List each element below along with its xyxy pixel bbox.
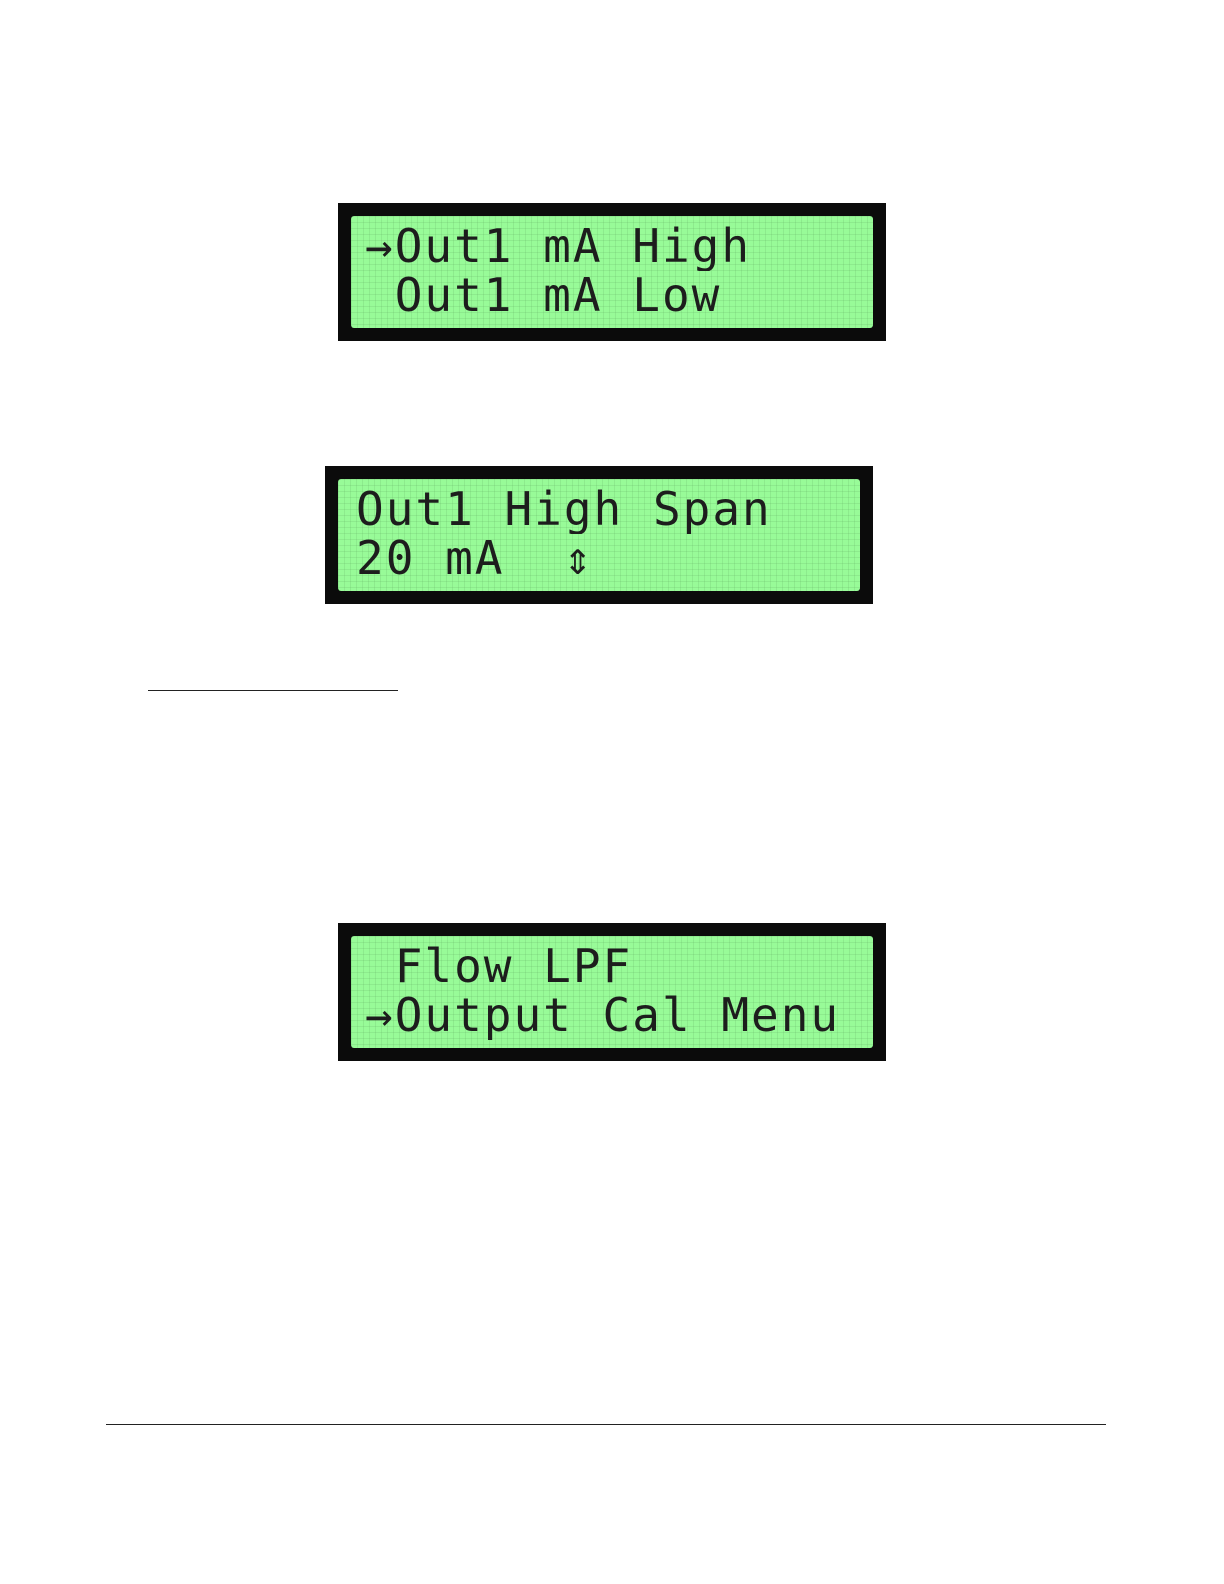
section-underline: [148, 690, 398, 691]
footer-divider: [106, 1424, 1106, 1425]
lcd-display-high-span: Out1 High Span 20 mA ⇕: [325, 466, 873, 604]
lcd-screen: →Out1 mA High Out1 mA Low: [351, 216, 873, 328]
lcd-line-1: Out1 High Span: [356, 485, 846, 534]
lcd-screen: Out1 High Span 20 mA ⇕: [338, 479, 860, 591]
lcd-display-output-cal-menu: Flow LPF →Output Cal Menu: [338, 923, 886, 1061]
lcd-screen: Flow LPF →Output Cal Menu: [351, 936, 873, 1048]
lcd-line-1: Flow LPF: [365, 942, 859, 991]
lcd-display-out1-menu: →Out1 mA High Out1 mA Low: [338, 203, 886, 341]
lcd-line-2: 20 mA ⇕: [356, 534, 846, 583]
lcd-line-1: →Out1 mA High: [365, 222, 859, 271]
lcd-line-2: →Output Cal Menu: [365, 991, 859, 1040]
lcd-line-2: Out1 mA Low: [365, 271, 859, 320]
